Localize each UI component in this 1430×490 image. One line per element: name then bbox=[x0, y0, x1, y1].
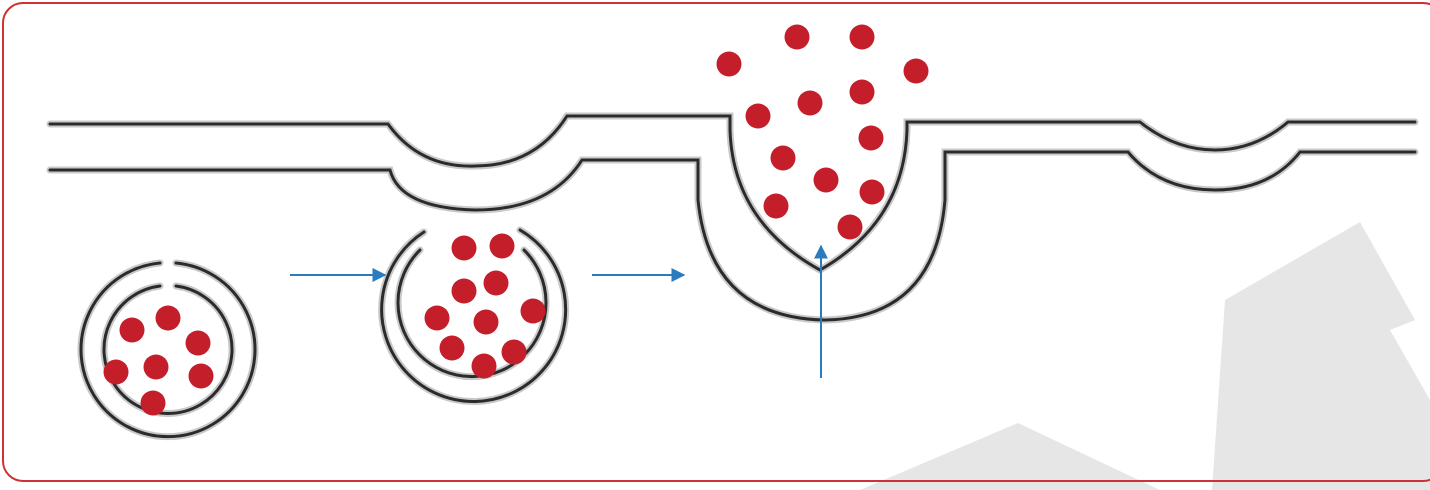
cargo-particle bbox=[186, 331, 211, 356]
cargo-particle bbox=[798, 91, 823, 116]
cargo-particle bbox=[141, 391, 166, 416]
cargo-particle bbox=[474, 310, 499, 335]
cargo-particle bbox=[484, 271, 509, 296]
cargo-particle bbox=[785, 25, 810, 50]
cargo-particle bbox=[120, 318, 145, 343]
watermark-shape-bottom bbox=[860, 423, 1160, 490]
cargo-particle bbox=[104, 360, 129, 385]
cargo-particle bbox=[144, 355, 169, 380]
cargo-particle bbox=[850, 80, 875, 105]
watermark bbox=[860, 222, 1430, 490]
cargo-particle bbox=[838, 215, 863, 240]
cargo-particle bbox=[156, 306, 181, 331]
cargo-particle bbox=[189, 364, 214, 389]
cargo-particle bbox=[717, 52, 742, 77]
membrane-inner-leaflet bbox=[50, 152, 1415, 320]
vesicle-opening bbox=[382, 230, 566, 401]
cargo-particle bbox=[472, 354, 497, 379]
cargo-particle bbox=[764, 194, 789, 219]
plasma-membrane bbox=[50, 116, 1415, 320]
cargo-particle bbox=[746, 104, 771, 129]
cargo-particle bbox=[850, 25, 875, 50]
cargo-particle bbox=[490, 234, 515, 259]
vesicle-closed-cargo bbox=[104, 306, 214, 416]
cargo-particle bbox=[452, 279, 477, 304]
cargo-particle bbox=[502, 340, 527, 365]
cargo-particle bbox=[771, 146, 796, 171]
cargo-particle bbox=[425, 306, 450, 331]
watermark-shape-right bbox=[1212, 222, 1430, 490]
cargo-particle bbox=[860, 180, 885, 205]
cargo-particle bbox=[859, 126, 884, 151]
vesicle-closed bbox=[81, 263, 255, 437]
diagram-frame bbox=[3, 3, 1430, 481]
cargo-particle bbox=[814, 168, 839, 193]
cargo-particle bbox=[452, 236, 477, 261]
cargo-particle bbox=[440, 336, 465, 361]
cargo-particle bbox=[521, 299, 546, 324]
vesicle-closed-inner-membrane bbox=[104, 286, 232, 413]
cargo-particle bbox=[904, 59, 929, 84]
